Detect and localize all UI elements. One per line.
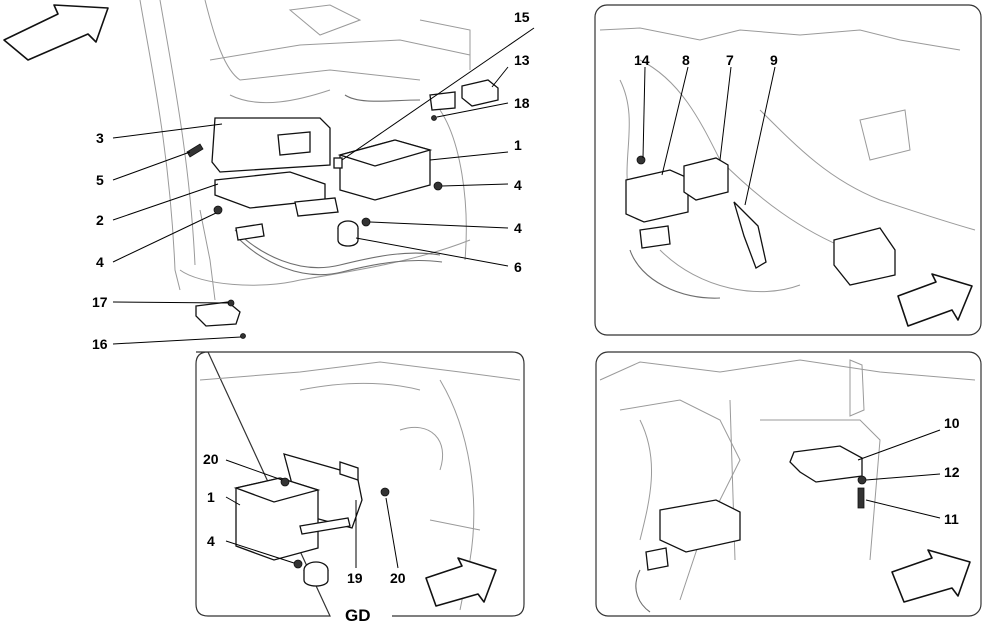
panel-frame: [594, 4, 982, 336]
callout-label: 18: [514, 95, 530, 111]
callout-label: 3: [96, 130, 104, 146]
callout-label: 2: [96, 212, 104, 228]
direction-arrow-icon: [425, 557, 497, 607]
screw-icon: [186, 143, 204, 158]
module: [789, 445, 863, 483]
callout-label: 20: [390, 570, 406, 586]
callout-label: 8: [682, 52, 690, 68]
callout-label: 10: [944, 415, 960, 431]
nut: [361, 217, 371, 227]
callout-label: 4: [207, 533, 215, 549]
callout-label: 4: [514, 177, 522, 193]
direction-arrow-icon: [897, 273, 973, 327]
callout-label: 15: [514, 9, 530, 25]
callout-label: 5: [96, 172, 104, 188]
callout-label: 12: [944, 464, 960, 480]
callout-label: 11: [944, 511, 959, 527]
callout-label: 19: [347, 570, 363, 586]
detail-panel-bottom-right: 10 12 11: [595, 351, 982, 617]
callout-label: 4: [96, 254, 104, 270]
callout-label: 1: [207, 489, 215, 505]
detail-panel-gd: GD 20 1 4 19 20: [195, 351, 525, 623]
callout-label: 4: [514, 220, 522, 236]
main-view: 15 13 18 1 3 5 2 4 4 4 6 17 16: [3, 0, 535, 352]
callout-label: 1: [514, 137, 522, 153]
callout-label: 6: [514, 259, 522, 275]
bracket: [211, 117, 331, 173]
inset-caption: GD: [345, 606, 371, 623]
detail-panel-top-right: 14 8 7 9: [594, 4, 982, 336]
nut: [433, 181, 443, 191]
direction-arrow-icon: [3, 4, 109, 61]
callout-label: 9: [770, 52, 778, 68]
panel-frame: [595, 351, 982, 617]
relay: [461, 79, 499, 107]
callout-label: 16: [92, 336, 108, 352]
callout-label: 7: [726, 52, 734, 68]
callout-label: 20: [203, 451, 219, 467]
callout-label: 17: [92, 294, 108, 310]
direction-arrow-icon: [891, 549, 971, 603]
callout-label: 14: [634, 52, 650, 68]
nut: [213, 205, 223, 215]
callout-label: 13: [514, 52, 530, 68]
panel-frame: [195, 351, 525, 617]
